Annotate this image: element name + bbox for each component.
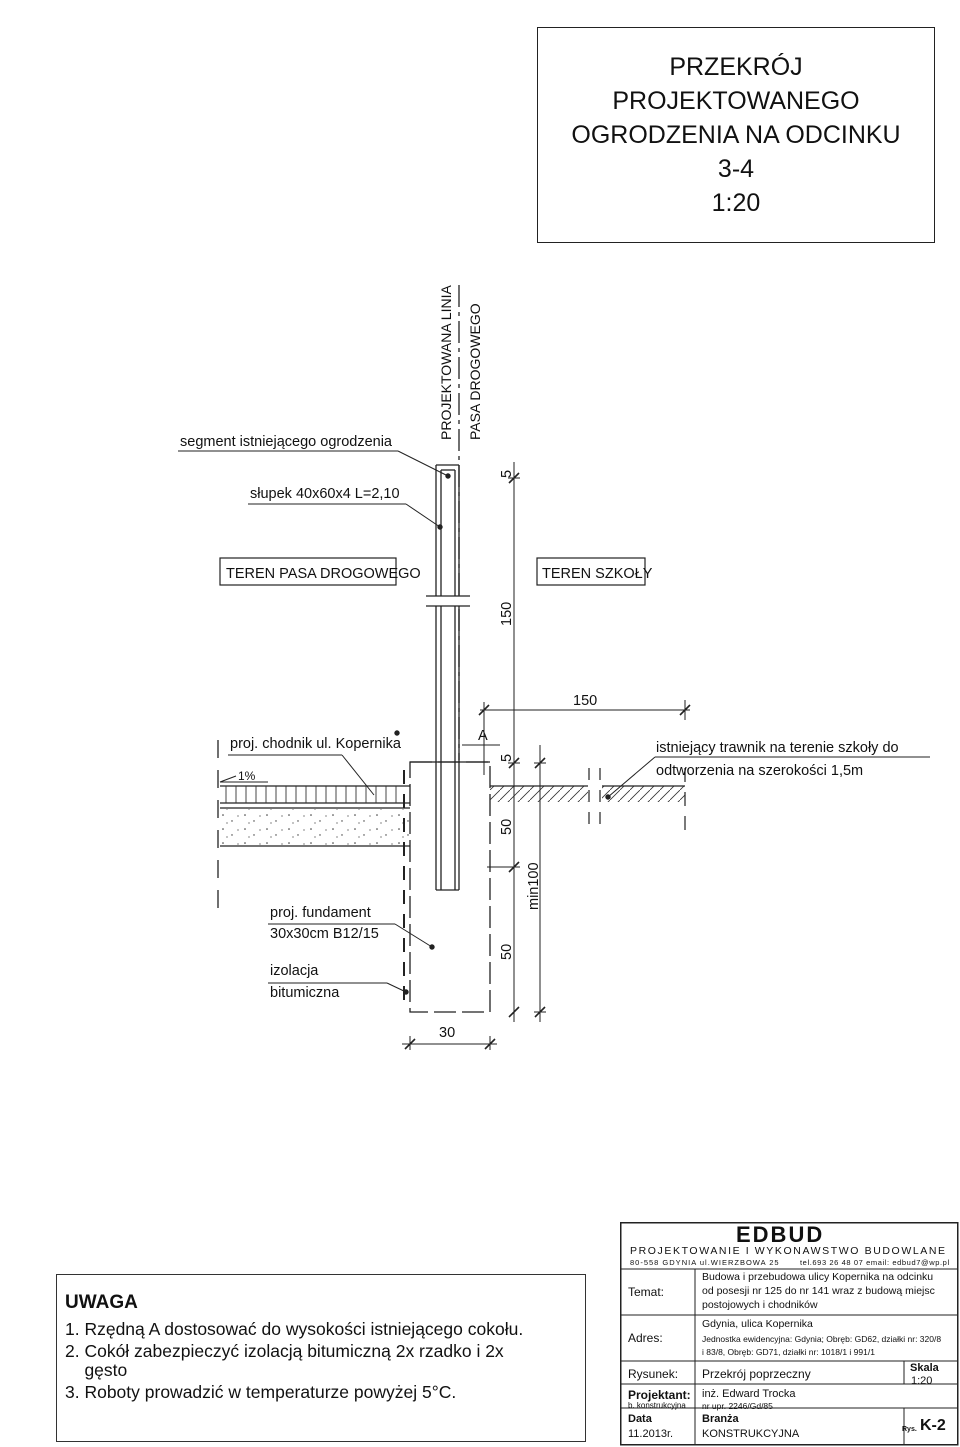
fence-segment-label: segment istniejącego ogrodzenia — [180, 434, 393, 450]
dimension-lines — [402, 462, 690, 1050]
rysunek-label: Rysunek: — [628, 1367, 679, 1381]
slope-label: 1% — [238, 769, 256, 783]
post-label: słupek 40x60x4 L=2,10 — [250, 486, 400, 502]
title-line-3: OGRODZENIA NA ODCINKU — [571, 121, 901, 149]
title-line-4: 3-4 — [717, 155, 755, 183]
notes-box: UWAGA 1. Rzędną A dostosować do wysokośc… — [56, 1274, 586, 1442]
sidewalk-base-fill — [220, 809, 410, 845]
data-value: 11.2013r. — [628, 1428, 674, 1440]
note-item-1: 1. Rzędną A dostosować do wysokości istn… — [65, 1319, 524, 1339]
temat-line-2: od posesji nr 125 do nr 141 wraz z budow… — [702, 1285, 935, 1297]
dim-foundation-width: 30 — [439, 1025, 455, 1041]
adres-line-1: Gdynia, ulica Kopernika — [702, 1318, 813, 1330]
note-item-2-cont: gęsto — [65, 1360, 128, 1380]
fence-post — [435, 464, 460, 891]
company-contact: tel.693 26 48 07 email: edbud7@wp.pl — [800, 1258, 950, 1267]
title-line-5: 1:20 — [711, 189, 761, 217]
company-address: 80-558 GDYNIA ul.WIERZBOWA 25 — [630, 1258, 780, 1267]
sidewalk-layers — [220, 785, 410, 847]
adres-label: Adres: — [628, 1331, 663, 1345]
adres-line-2: Jednostka ewidencyjna: Gdynia; Obręb: GD… — [702, 1334, 942, 1344]
company-title-block-frame — [620, 1222, 959, 1446]
note-item-3: 3. Roboty prowadzić w temperaturze powyż… — [65, 1382, 457, 1402]
zone-school-box — [536, 557, 646, 586]
dim-min-depth: min100 — [526, 862, 542, 910]
dim-a-offset: 5 — [499, 754, 515, 762]
foundation-label-1: proj. fundament — [270, 905, 371, 921]
data-label: Data — [628, 1413, 652, 1425]
temat-label: Temat: — [628, 1285, 665, 1299]
branza-value: KONSTRUKCYJNA — [702, 1428, 800, 1440]
projektant-name: inż. Edward Trocka — [702, 1388, 796, 1400]
dim-top-offset: 5 — [499, 470, 515, 478]
projektant-sub: b. konstrukcyjna — [628, 1401, 686, 1410]
note-item-2: 2. Cokół zabezpieczyć izolacją bitumiczn… — [65, 1341, 504, 1361]
zone-school-label: TEREN SZKOŁY — [542, 566, 653, 582]
skala-value: 1:20 — [911, 1375, 933, 1387]
lawn-label-1: istniejący trawnik na terenie szkoły do — [656, 740, 899, 756]
title-line-2: PROJEKTOWANEGO — [612, 87, 860, 115]
insulation-label-2: bitumiczna — [270, 985, 340, 1001]
drawing-title-block: PRZEKRÓJ PROJEKTOWANEGO OGRODZENIA NA OD… — [537, 27, 935, 243]
insulation-label-1: izolacja — [270, 963, 319, 979]
projektant-permit: nr upr. 2246/Gd/85 — [702, 1401, 773, 1411]
boundary-label-1: PROJEKTOWANA LINIA — [438, 285, 454, 440]
company-logo: EDBUD — [736, 1222, 825, 1247]
sidewalk-label: proj. chodnik ul. Kopernika — [230, 736, 402, 752]
lawn-hatch — [490, 786, 685, 802]
adres-line-3: i 83/8, Obręb: GD71, działki nr: 1018/1 … — [702, 1347, 875, 1357]
foundation-block — [409, 761, 491, 1013]
point-a-label: A — [478, 728, 488, 744]
projektant-label: Projektant: — [628, 1388, 691, 1402]
lawn-break-marks — [588, 768, 686, 835]
dim-upper-50: 50 — [499, 819, 515, 835]
leader-lines — [178, 450, 930, 995]
branza-label: Branża — [702, 1413, 739, 1425]
temat-line-1: Budowa i przebudowa ulicy Kopernika na o… — [702, 1271, 934, 1283]
title-line-1: PRZEKRÓJ — [669, 53, 803, 81]
fence-section-drawing: PROJEKTOWANA LINIA PASA DROGOWEGO — [178, 285, 930, 1050]
rys-value: K-2 — [920, 1417, 946, 1434]
boundary-label-2: PASA DROGOWEGO — [467, 303, 483, 440]
notes-heading: UWAGA — [65, 1292, 138, 1313]
dim-post-height: 150 — [499, 602, 515, 626]
slope-arrow — [219, 775, 237, 783]
post-break-marks — [426, 595, 470, 607]
company-tagline: PROJEKTOWANIE I WYKONAWSTWO BUDOWLANE — [630, 1245, 947, 1257]
lawn-break-gap — [588, 770, 602, 830]
skala-label: Skala — [910, 1362, 939, 1374]
zone-road-label: TEREN PASA DROGOWEGO — [226, 566, 421, 582]
rysunek-value: Przekrój poprzeczny — [702, 1367, 811, 1381]
rys-label: Rys. — [902, 1426, 917, 1433]
foundation-label-2: 30x30cm B12/15 — [270, 926, 379, 942]
dim-width-150: 150 — [573, 693, 597, 709]
temat-line-3: postojowych i chodników — [702, 1299, 818, 1311]
dimension-ticks — [404, 472, 691, 1050]
zone-road-box — [219, 557, 397, 586]
lawn-label-2: odtworzenia na szerokości 1,5m — [656, 763, 863, 779]
dim-lower-50: 50 — [499, 944, 515, 960]
sidewalk-paver-joints — [225, 786, 397, 803]
